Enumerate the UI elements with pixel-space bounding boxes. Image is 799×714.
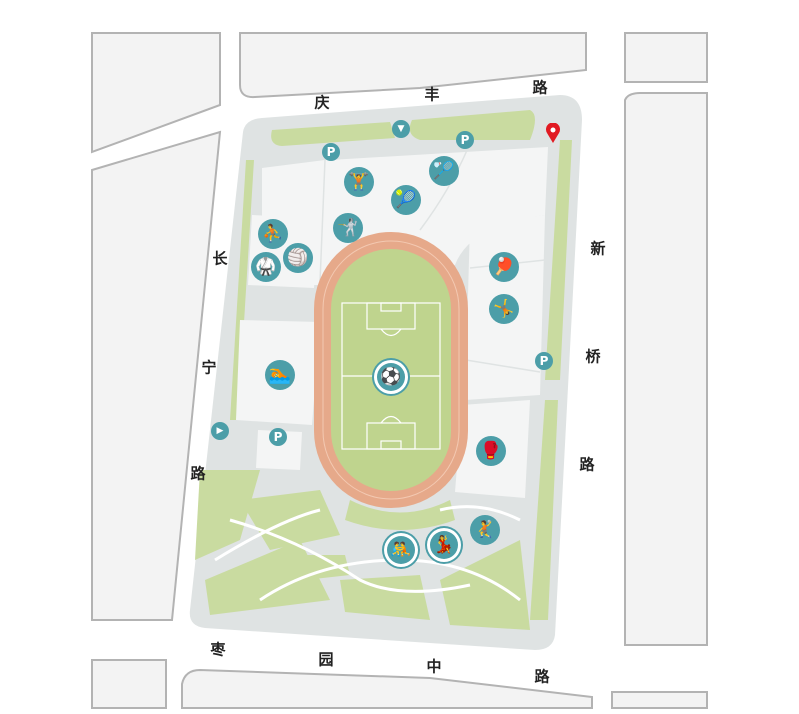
entrance-arrow-down-icon[interactable]: ▼ bbox=[392, 120, 410, 138]
path-1 bbox=[229, 518, 471, 593]
north-goal-area bbox=[380, 302, 402, 312]
green-west-strip bbox=[230, 160, 254, 420]
location-pin-shape bbox=[546, 122, 560, 143]
martial-arts-icon[interactable]: 🥋 bbox=[251, 252, 281, 282]
parking-icon[interactable]: P bbox=[535, 352, 553, 370]
street-char: 枣 bbox=[210, 640, 226, 659]
zone-west-small bbox=[256, 430, 302, 470]
street-char: 路 bbox=[579, 455, 595, 474]
block-northwest bbox=[91, 32, 221, 154]
tennis-icon[interactable]: 🎾 bbox=[391, 185, 421, 215]
block-northeast bbox=[624, 32, 708, 83]
gymnastics-icon[interactable]: 🤸 bbox=[489, 294, 519, 324]
street-char: 长 bbox=[212, 249, 228, 268]
badminton-icon[interactable]: 🏸 bbox=[429, 156, 459, 186]
table-tennis-icon[interactable]: 🏓 bbox=[489, 252, 519, 282]
line-1 bbox=[319, 159, 326, 283]
street-char: 中 bbox=[426, 657, 442, 676]
football-icon[interactable]: ⚽ bbox=[377, 363, 405, 391]
parking-icon[interactable]: P bbox=[269, 428, 287, 446]
south-goal-area bbox=[380, 440, 402, 450]
green-south-1 bbox=[195, 470, 260, 560]
city-blocks bbox=[91, 32, 708, 709]
handball-icon[interactable]: 🤾 bbox=[470, 515, 500, 545]
path-3 bbox=[214, 508, 321, 562]
north-arc bbox=[380, 328, 402, 337]
street-char: 桥 bbox=[585, 347, 601, 366]
weightlifting-icon[interactable]: 🏋 bbox=[344, 167, 374, 197]
street-char: 路 bbox=[532, 78, 548, 97]
south-arc bbox=[380, 415, 402, 424]
street-char: 新 bbox=[590, 239, 606, 258]
block-north bbox=[239, 32, 587, 99]
zone-north bbox=[262, 147, 548, 285]
pitch-lines bbox=[341, 302, 441, 450]
fencing-icon[interactable]: 🤺 bbox=[333, 213, 363, 243]
line-4 bbox=[465, 359, 541, 373]
green-south-6 bbox=[345, 500, 455, 530]
block-southwest bbox=[91, 659, 167, 709]
boxing-icon[interactable]: 🥊 bbox=[476, 436, 506, 466]
line-2 bbox=[419, 147, 469, 231]
entrance-arrow-right-icon[interactable]: ▶ bbox=[211, 422, 229, 440]
block-east bbox=[624, 92, 708, 646]
location-pin-icon[interactable] bbox=[545, 122, 561, 147]
parking-icon[interactable]: P bbox=[322, 143, 340, 161]
green-north-strip-2 bbox=[409, 110, 535, 140]
street-char: 路 bbox=[534, 667, 550, 686]
street-char: 园 bbox=[318, 650, 334, 669]
wrestling-icon[interactable]: 🤼 bbox=[387, 536, 415, 564]
parking-icon[interactable]: P bbox=[456, 131, 474, 149]
volleyball-icon[interactable]: 🏐 bbox=[283, 243, 313, 273]
green-south-4 bbox=[340, 575, 430, 620]
street-char: 庆 bbox=[314, 93, 330, 112]
street-char: 路 bbox=[190, 464, 206, 483]
block-south bbox=[181, 668, 593, 709]
path-4 bbox=[439, 505, 521, 522]
green-south-5 bbox=[440, 540, 530, 630]
green-north-strip bbox=[271, 122, 395, 146]
block-west bbox=[91, 130, 222, 621]
track-inner-ring bbox=[322, 240, 460, 500]
street-char: 丰 bbox=[424, 85, 440, 104]
street-char: 宁 bbox=[201, 358, 217, 377]
green-east-strip-2 bbox=[530, 400, 558, 620]
court-lines bbox=[319, 147, 546, 373]
green-east-strip bbox=[545, 140, 572, 380]
swimming-icon[interactable]: 🏊 bbox=[265, 360, 295, 390]
block-southeast bbox=[611, 691, 708, 709]
dance-icon[interactable]: 💃 bbox=[430, 531, 458, 559]
green-south-2 bbox=[205, 540, 330, 615]
basketball-icon[interactable]: ⛹ bbox=[258, 219, 288, 249]
